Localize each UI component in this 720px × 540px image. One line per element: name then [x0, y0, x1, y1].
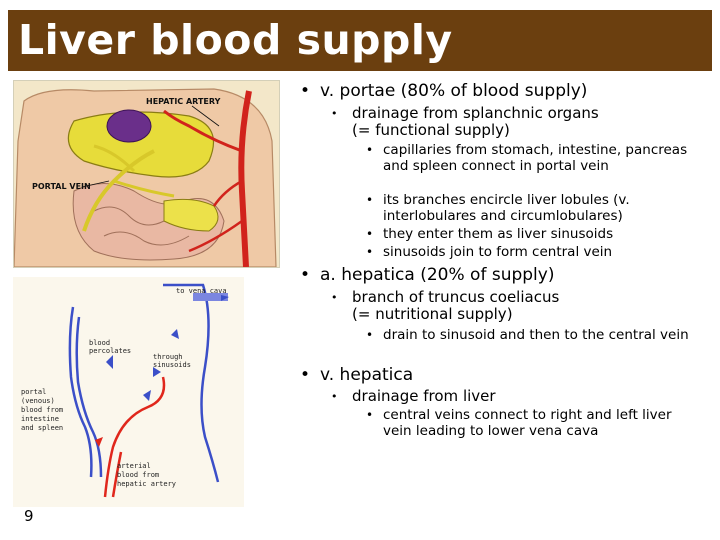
blood-flow-diagram: to vena cava blood percolates through si… — [13, 277, 244, 507]
blood-percolates-label-2: percolates — [89, 347, 131, 355]
sub-bullet-drainage-splanchnic: • drainage from splanchnic organs (= fun… — [331, 105, 691, 139]
detail-capillaries: • capillaries from stomach, intestine, p… — [366, 142, 696, 174]
sub-bullet-drainage-liver: • drainage from liver — [331, 388, 691, 405]
title-bar: Liver blood supply — [8, 10, 712, 71]
detail-text: its branches encircle liver lobules (v. … — [383, 192, 630, 224]
sub-bullet-text-cont: (= functional supply) — [352, 121, 510, 139]
liver-anatomy-figure: HEPATIC ARTERY PORTAL VEIN — [13, 80, 280, 268]
detail-text: they enter them as liver sinusoids — [383, 226, 614, 242]
sub-bullet-text: drainage from splanchnic organs — [352, 104, 599, 122]
bullet-dot: • — [331, 291, 338, 304]
portal-label-5: and spleen — [21, 424, 63, 432]
bullet-dot: • — [366, 193, 374, 207]
detail-central-vein: • sinusoids join to form central vein — [366, 244, 696, 260]
arterial-label-3: hepatic artery — [117, 480, 176, 488]
sub-bullet-text: branch of truncus coeliacus — [352, 288, 560, 306]
portal-vein-label: PORTAL VEIN — [32, 182, 91, 191]
detail-text: central veins connect to right and left … — [383, 407, 672, 439]
detail-drain-sinusoid: • drain to sinusoid and then to the cent… — [366, 327, 696, 343]
hepatic-artery-label: HEPATIC ARTERY — [146, 97, 221, 106]
detail-central-veins-connect: • central veins connect to right and lef… — [366, 407, 696, 439]
sub-bullet-text-cont: (= nutritional supply) — [352, 305, 513, 323]
bullet-dot: • — [300, 81, 311, 101]
detail-branches: • its branches encircle liver lobules (v… — [366, 192, 696, 224]
portal-label-3: blood from — [21, 406, 63, 414]
slide-title: Liver blood supply — [18, 16, 453, 64]
bullet-dot: • — [366, 328, 374, 342]
portal-label-4: intestine — [21, 415, 59, 423]
to-vena-cava-label: to vena cava — [176, 287, 227, 295]
bullet-text: v. portae (80% of blood supply) — [320, 81, 588, 101]
sub-bullet-truncus-coeliacus: • branch of truncus coeliacus (= nutriti… — [331, 289, 691, 323]
liver-anatomy-illustration: HEPATIC ARTERY PORTAL VEIN — [14, 81, 279, 267]
portal-label-2: (venous) — [21, 397, 55, 405]
detail-text: sinusoids join to form central vein — [383, 244, 613, 260]
through-sinusoids-label-1: through — [153, 353, 183, 361]
bullet-dot: • — [366, 143, 374, 157]
blood-flow-schematic: to vena cava blood percolates through si… — [13, 277, 244, 507]
arterial-label-2: blood from — [117, 471, 159, 479]
detail-text: drain to sinusoid and then to the centra… — [383, 327, 689, 343]
portal-label-1: portal — [21, 388, 46, 396]
detail-text: capillaries from stomach, intestine, pan… — [383, 142, 688, 174]
bullet-dot: • — [331, 107, 338, 120]
detail-sinusoids: • they enter them as liver sinusoids — [366, 226, 696, 242]
bullet-dot: • — [300, 265, 311, 285]
bullet-text: v. hepatica — [320, 365, 414, 385]
bullet-dot: • — [366, 227, 374, 241]
arterial-label-1: arterial — [117, 462, 151, 470]
blood-percolates-label-1: blood — [89, 339, 110, 347]
bullet-dot: • — [366, 408, 374, 422]
bullet-dot: • — [331, 390, 338, 403]
bullet-text: a. hepatica (20% of supply) — [320, 265, 555, 285]
bullet-dot: • — [366, 245, 374, 259]
bullet-dot: • — [300, 365, 311, 385]
page-number: 9 — [24, 507, 34, 525]
sub-bullet-text: drainage from liver — [352, 387, 496, 405]
through-sinusoids-label-2: sinusoids — [153, 361, 191, 369]
